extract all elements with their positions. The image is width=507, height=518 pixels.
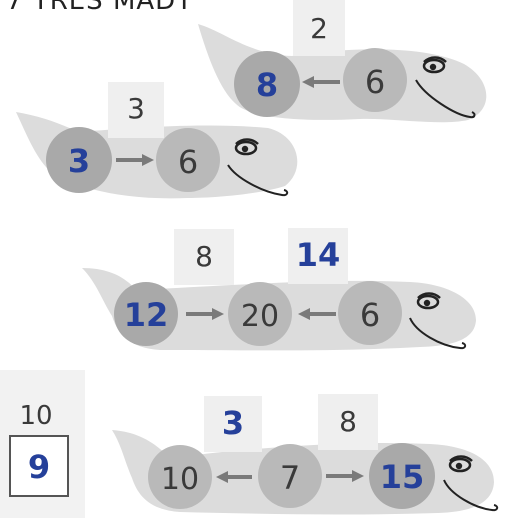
node-label: 15 xyxy=(380,458,425,496)
node-label: 3 xyxy=(68,142,90,180)
node-label: 8 xyxy=(256,66,278,104)
side-panel: 10 9 xyxy=(0,370,85,518)
value-box-label: 8 xyxy=(339,405,357,438)
node-label: 20 xyxy=(241,299,279,334)
node-label: 7 xyxy=(280,459,300,497)
value-box-label: 3 xyxy=(222,404,244,442)
value-box-label: 3 xyxy=(127,92,145,125)
row-4: 3 8 10 7 15 xyxy=(112,394,497,515)
node-label: 6 xyxy=(360,296,380,334)
value-box-label: 14 xyxy=(296,236,341,274)
node-label: 10 xyxy=(161,462,199,497)
node-label: 6 xyxy=(178,143,198,181)
node-label: 6 xyxy=(365,63,385,101)
value-box-label: 8 xyxy=(195,240,213,273)
value-box-label: 2 xyxy=(310,12,328,45)
answer-box-value: 9 xyxy=(28,448,50,486)
node-label: 12 xyxy=(124,296,169,334)
side-top-value: 10 xyxy=(19,401,52,431)
row-1: 2 8 6 xyxy=(198,0,486,122)
row-3: 8 14 12 20 6 xyxy=(82,228,476,350)
